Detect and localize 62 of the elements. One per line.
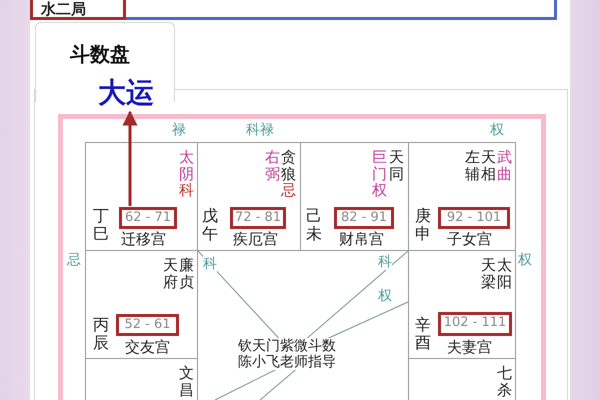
star-name: 右弼 (265, 149, 280, 182)
title-text: 水二局 (41, 1, 86, 18)
transform-marker: 科 (203, 256, 217, 272)
palace-name: 交友宫 (125, 339, 170, 356)
age-range: 82 - 91 (340, 211, 388, 226)
star-name: 天府 (163, 257, 178, 290)
star-name: 左辅 (465, 149, 480, 182)
palace-cell (408, 358, 516, 400)
arrow (122, 110, 138, 206)
stem-branch: 丁巳 (93, 207, 109, 242)
palace-name: 疾厄宫 (233, 231, 278, 248)
age-range: 52 - 61 (123, 318, 172, 332)
transform-marker: 权 (518, 252, 532, 268)
star-name: 忌 (281, 182, 296, 198)
palace-cell (85, 250, 198, 359)
stem-branch: 己未 (306, 207, 322, 242)
star-name: 天相 (481, 149, 496, 182)
palace-cell (300, 142, 409, 251)
star-name: 文昌 (179, 365, 194, 398)
palace-name: 夫妻宫 (447, 339, 492, 356)
transform-marker: 权 (490, 122, 504, 138)
palace-cell (85, 142, 198, 251)
stem-branch: 丙辰 (93, 316, 109, 352)
tab-label: 斗数盘 (70, 43, 130, 65)
title-box (30, 0, 126, 20)
star-name: 太阴 (179, 149, 194, 182)
star-name: 天同 (389, 149, 404, 182)
transform-marker: 忌 (67, 252, 81, 268)
stem-branch: 戊午 (202, 207, 218, 242)
age-range: 62 - 71 (124, 211, 172, 226)
palace-cell (408, 142, 516, 251)
palace-name: 财帛宫 (339, 231, 384, 248)
transform-marker: 权 (378, 288, 392, 304)
chart-label: 大运 (98, 78, 154, 109)
transform-marker: 科 (378, 254, 392, 270)
star-name: 太阳 (497, 257, 512, 290)
age-range: 72 - 81 (234, 211, 282, 226)
palace-name: 子女宫 (447, 231, 492, 248)
star-name: 武曲 (497, 149, 512, 182)
age-range: 102 - 111 (442, 316, 508, 330)
palace-name: 迁移宫 (121, 231, 166, 248)
age-range-box (230, 207, 286, 229)
transform-marker: 禄 (172, 122, 186, 138)
transform-marker: 科禄 (246, 122, 274, 138)
age-range: 92 - 101 (446, 211, 502, 226)
age-range-box (438, 312, 512, 336)
stem-branch: 庚申 (415, 207, 431, 242)
star-name: 贪狼 (281, 149, 296, 182)
star-name: 巨门权 (372, 149, 387, 198)
star-name: 天梁 (481, 257, 496, 290)
stem-branch: 辛酉 (415, 316, 431, 352)
age-range-box (116, 314, 179, 336)
palace-cell (408, 250, 516, 359)
age-range-box (334, 207, 394, 229)
palace-cell (197, 142, 301, 251)
chart-caption: 钦天门紫微斗数陈小飞老师指导 (238, 338, 336, 370)
star-name: 廉贞 (179, 257, 194, 290)
star-name: 科 (179, 182, 194, 198)
palace-cell (85, 358, 198, 400)
star-name: 七杀 (497, 365, 512, 398)
age-range-box (438, 207, 510, 229)
age-range-box (119, 207, 177, 229)
